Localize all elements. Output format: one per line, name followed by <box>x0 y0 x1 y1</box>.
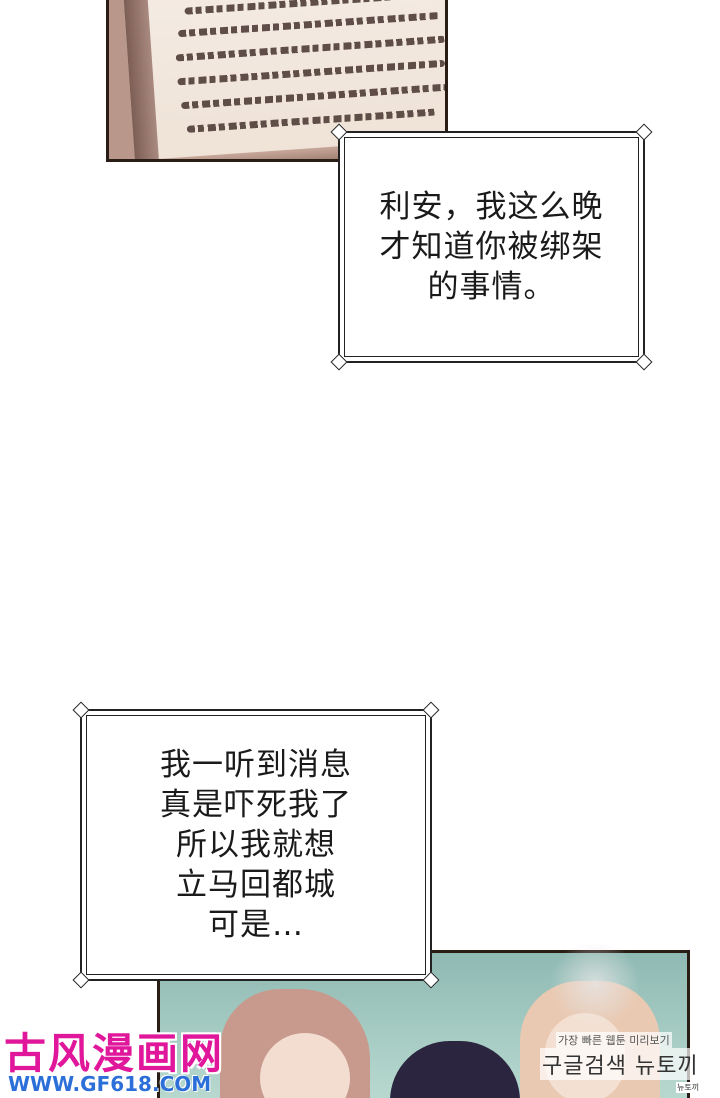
speech-line: 的事情。 <box>427 269 556 305</box>
character-dark-hair <box>390 1041 520 1098</box>
watermark-korean-small: 가장 빠른 웹툰 미리보기 <box>556 1032 672 1048</box>
speech-line: 我一听到消息 <box>160 747 352 783</box>
speech-line: 所以我就想 <box>176 827 336 863</box>
speech-line: 可是… <box>208 907 304 943</box>
watermark-site-url[interactable]: WWW.GF618.COM <box>8 1072 212 1096</box>
speech-line: 利安，我这么晚 <box>379 189 604 225</box>
speech-box-top: 利安，我这么晚 才知道你被绑架 的事情。 <box>330 123 653 371</box>
speech-line: 真是吓死我了 <box>160 787 352 823</box>
speech-box-bottom: 我一听到消息 真是吓死我了 所以我就想 立马回都城 可是… <box>72 701 440 989</box>
letter-scribble <box>177 11 440 38</box>
letter-scribble <box>184 0 435 15</box>
watermark-logo <box>545 944 645 1024</box>
character-face <box>260 1033 350 1098</box>
letter-scribble <box>175 35 445 62</box>
watermark-site-name: 古风漫画网 <box>4 1029 225 1078</box>
letter-scribble <box>186 108 437 133</box>
speech-line: 立马回都城 <box>176 867 336 903</box>
watermark-corner-tag: 뉴토끼 <box>676 1082 701 1093</box>
letter-scribble <box>177 59 445 86</box>
watermark-korean-big: 구글검색 뉴토끼 <box>540 1048 701 1080</box>
letter-scribble <box>180 83 445 110</box>
speech-line: 才知道你被绑架 <box>379 229 604 265</box>
